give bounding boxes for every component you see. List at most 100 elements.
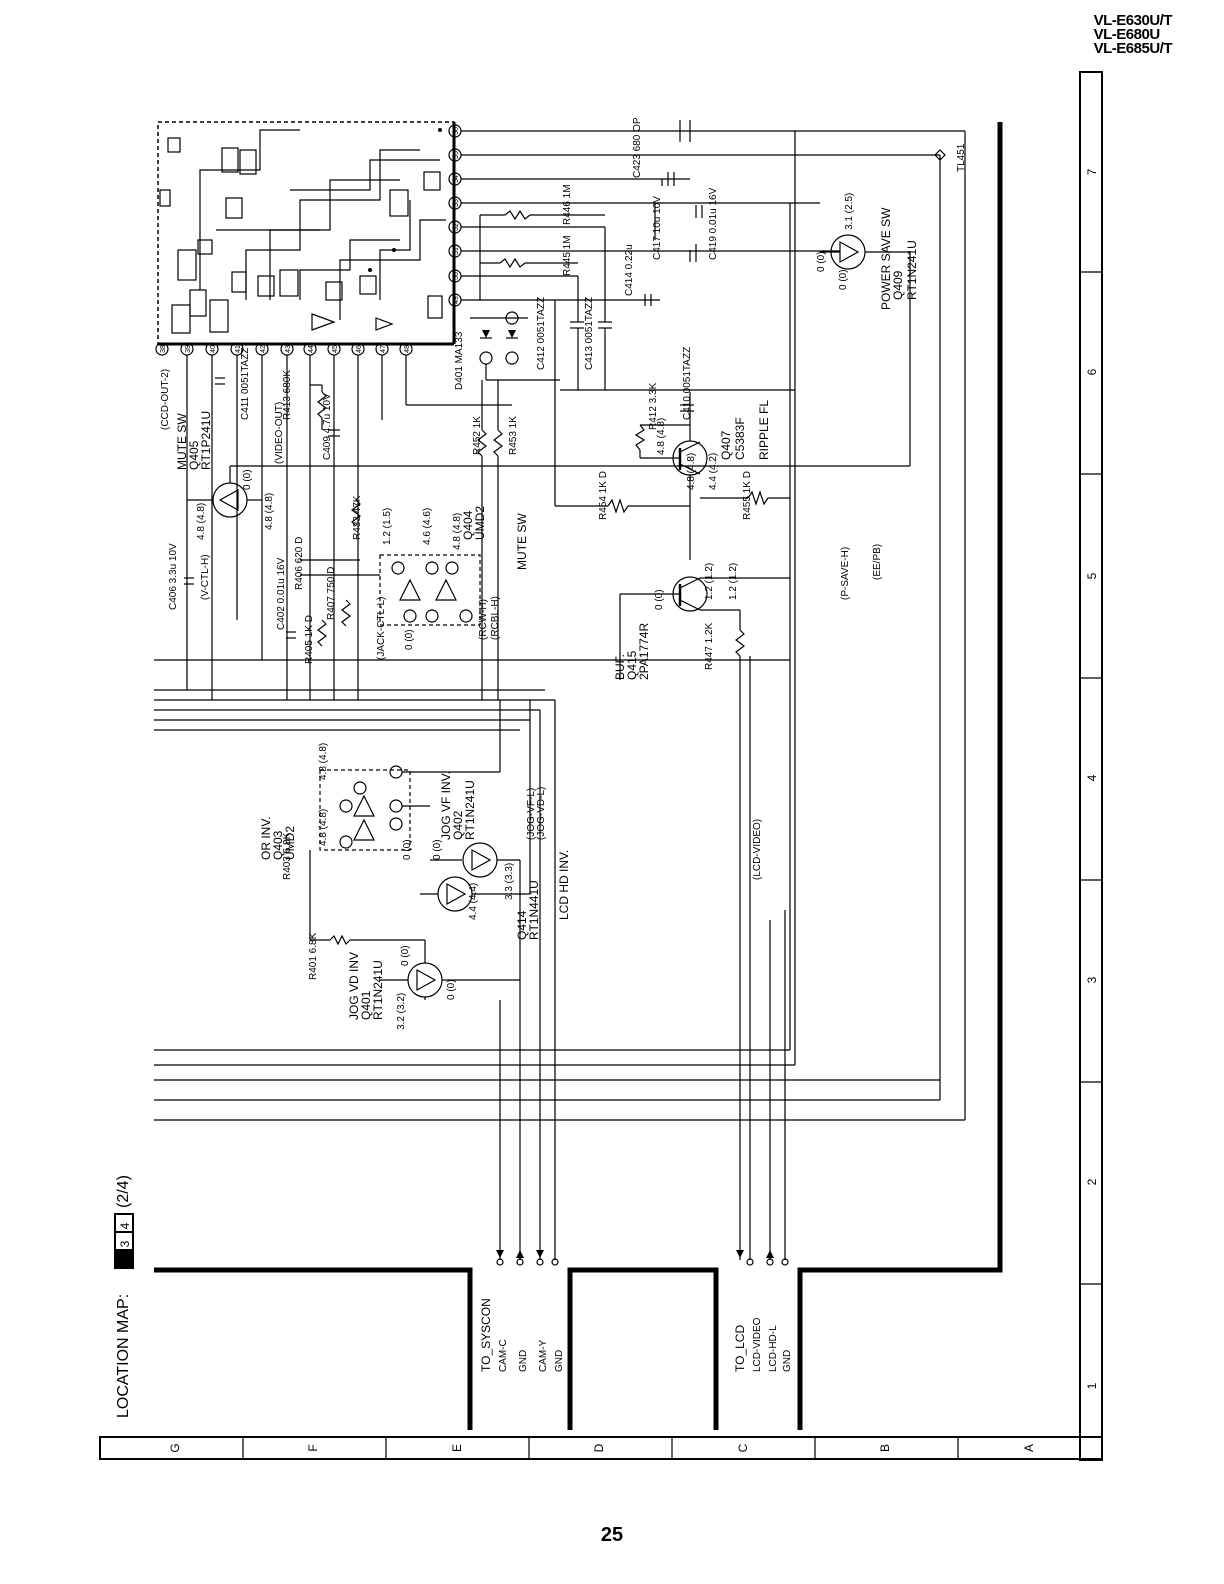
location-map-label: LOCATION MAP:: [115, 1294, 132, 1418]
q402-label: JOG VF INV.: [439, 771, 453, 840]
q402-voltage: 0 (0): [432, 839, 443, 860]
connector-pin: CAM-C: [498, 1339, 509, 1372]
pin-number: 39: [185, 345, 192, 353]
grid-row-f: F: [306, 1444, 320, 1451]
pin-number: 46: [356, 345, 363, 353]
grid-col-7: 7: [1085, 168, 1099, 175]
q414-voltage: 3.3 (3.3): [504, 863, 515, 900]
location-map-cell: 3: [118, 1240, 132, 1247]
connector-syscon: TO_SYSCON CAM-C GND CAM-Y GND: [479, 1298, 565, 1372]
q409-voltage: 0 (0): [816, 251, 827, 272]
grid-frame: [99, 71, 1103, 1461]
q415-label: BUF.: [613, 654, 627, 680]
signal-rcbl: (RCBL-H): [490, 596, 501, 640]
r413-label: R413 680K: [282, 370, 293, 420]
r405-label: R405 1K D: [304, 615, 315, 664]
q401-type: RT1N241U: [371, 960, 385, 1020]
r433-label: R433 47K: [352, 495, 363, 540]
grid-column-labels: 7 6 5 4 3 2 1: [1085, 168, 1099, 1389]
q409-voltage: 3.1 (2.5): [844, 193, 855, 230]
q405-voltage: 4.8 (4.8): [196, 503, 207, 540]
pin-number: 50: [453, 272, 460, 280]
pin-number: 48: [404, 345, 411, 353]
pin-number: 38: [160, 345, 167, 353]
q403-voltage: 4.8 (4.8): [318, 743, 329, 780]
connector-title: TO_LCD: [733, 1325, 747, 1372]
connector-pin: GND: [554, 1350, 565, 1372]
q405-voltage: 4.8 (4.8): [264, 493, 275, 530]
model-name: VL-E630U/T: [1093, 12, 1173, 29]
location-map: LOCATION MAP: 3 4 (2/4): [114, 1175, 134, 1418]
grid-row-d: D: [592, 1443, 606, 1452]
signal-jack-ctl: (JACK-CTL-L): [376, 597, 387, 660]
grid-col-2: 2: [1085, 1178, 1099, 1185]
connector-pin: LCD-VIDEO: [752, 1317, 763, 1372]
r452-label: R452 1K: [472, 416, 483, 455]
q415-type: 2PA1774R: [637, 623, 651, 680]
c406-label: C406 3.3u 10V: [168, 543, 179, 610]
pin-number: 40: [210, 345, 217, 353]
c409-label: C409 4.7u 10V: [322, 393, 333, 460]
grid-row-labels: G F E D C B A: [168, 1443, 1036, 1452]
q404-voltage: 0 (0): [404, 629, 415, 650]
q402-part: Q402: [451, 810, 465, 840]
r455-label: R455 1K D: [742, 471, 753, 520]
ic-pin-38: [155, 342, 169, 356]
grid-row-a: A: [1022, 1444, 1036, 1452]
q415-voltage: 1.2 (1.2): [704, 563, 715, 600]
q407-voltage: 4.8 (4.8): [656, 418, 667, 455]
c410-label: C410 0051TAZZ: [682, 347, 693, 420]
signal-v-ctl: (V-CTL-H): [200, 554, 211, 600]
q415-part: Q415: [625, 650, 639, 680]
q401-voltage: 0 (0): [446, 979, 457, 1000]
pin-number: 53: [453, 199, 460, 207]
q404-voltage: 1.2 (1.5): [382, 508, 393, 545]
q403-voltage: 4.8 (4.8): [318, 809, 329, 846]
q401-voltage: 0 (0): [400, 945, 411, 966]
wiring: [154, 120, 966, 1266]
pin-number: 52: [453, 223, 460, 231]
c412-label: C412 0051TAZZ: [536, 297, 547, 370]
grid-col-1: 1: [1085, 1382, 1099, 1389]
pin-number: 42: [260, 345, 267, 353]
ic-block: [157, 121, 456, 346]
signal-jog-vf: (JOG-VF-L): [526, 788, 537, 840]
signal-ccd-out: (CCD-OUT-2): [160, 369, 171, 430]
ic-pin-numbers: 38 39 40 41 42 43 44 45 46 47 48 49 50 5…: [160, 127, 460, 353]
connector-title: TO_SYSCON: [479, 1298, 493, 1372]
q404-part: Q404: [461, 510, 475, 540]
model-name: VL-E680U: [1093, 26, 1161, 43]
q401-part: Q401: [359, 990, 373, 1020]
pin-number: 51: [453, 247, 460, 255]
grid-row-c: C: [736, 1443, 750, 1452]
q407-label: RIPPLE FL: [757, 400, 771, 460]
grid-row-e: E: [450, 1444, 464, 1452]
q415-voltage: 1.2 (1.2): [728, 563, 739, 600]
q414-type: RT1N441U: [527, 880, 541, 940]
q404-voltage: 4.8 (4.8): [452, 513, 463, 550]
connector-pin: LCD-HD-L: [768, 1325, 779, 1372]
connector-lcd: TO_LCD LCD-VIDEO LCD-HD-L GND: [733, 1317, 793, 1372]
model-name: VL-E685U/T: [1093, 40, 1173, 57]
signal-ee-pb: (EE/PB): [872, 544, 883, 580]
q403-type: UMD2: [283, 826, 297, 860]
q405-label: MUTE SW: [175, 413, 189, 470]
r412-label: R412 3.3K: [648, 382, 659, 430]
q409-type: RT1N241U: [905, 240, 919, 300]
pin-number: 43: [285, 345, 292, 353]
q407-voltage: 4.8 (4.8): [686, 453, 697, 490]
signal-p-save: (P-SAVE-H): [840, 547, 851, 600]
r446-label: R446 1M: [562, 184, 573, 225]
q403-label: OR INV.: [259, 816, 273, 860]
c417-label: C417 10u 10V: [652, 196, 663, 260]
q407-type: C5383F: [733, 417, 747, 460]
page-number: 25: [600, 1524, 624, 1546]
connector-pin: CAM-Y: [538, 1339, 549, 1372]
c419-label: C419 0.01u 16V: [708, 187, 719, 260]
r445-label: R445 1M: [562, 235, 573, 276]
signal-jog-vd: (JOG-VD-L): [536, 787, 547, 840]
q401-label: JOG VD INV: [347, 952, 361, 1020]
pin-number: 45: [332, 345, 339, 353]
q407-part: Q407: [719, 430, 733, 460]
q402-type: RT1N241U: [463, 780, 477, 840]
